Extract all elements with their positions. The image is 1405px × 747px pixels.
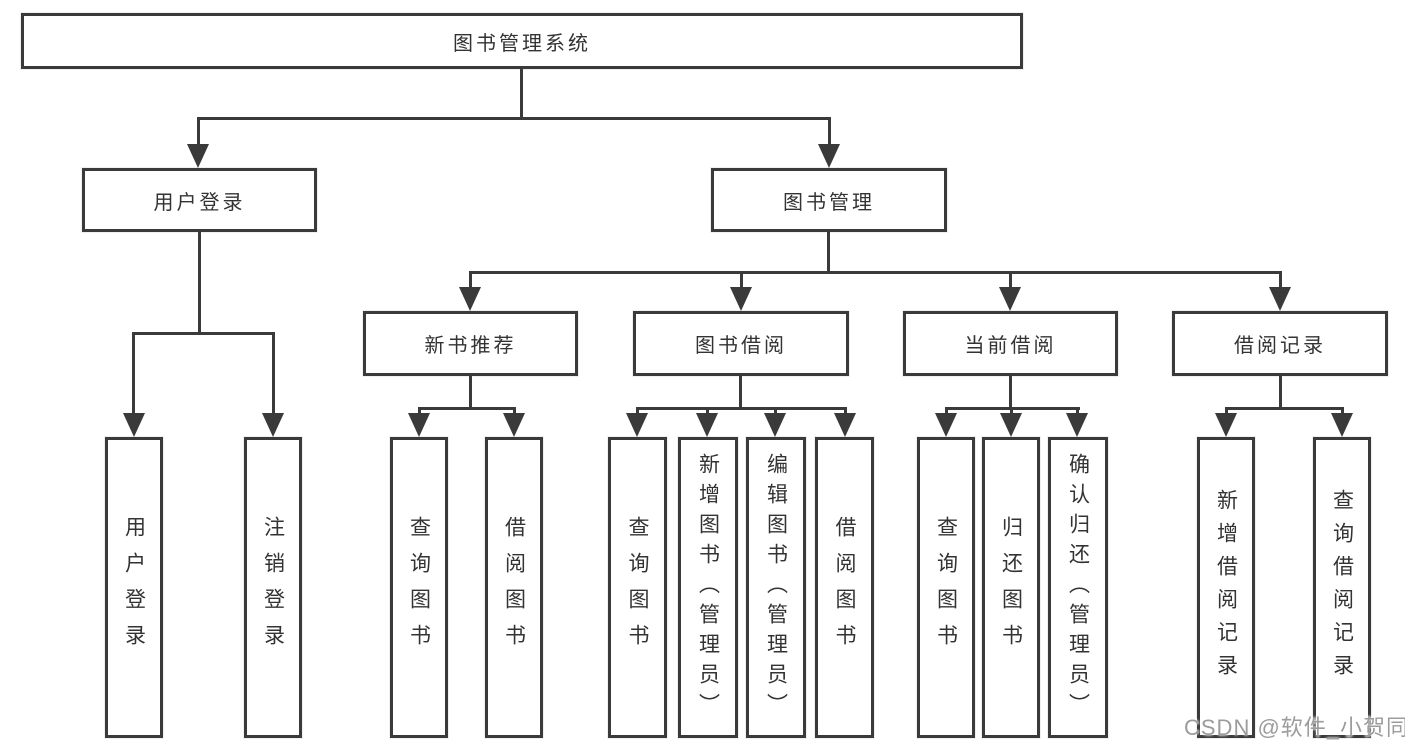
connector-current-drop-1 — [945, 407, 948, 416]
arrow-down-icon — [1269, 287, 1291, 311]
arrow-down-icon — [626, 413, 648, 437]
node-recommend-query-books: 查询图书 — [390, 437, 448, 738]
node-label: 新增借阅记录 — [1214, 488, 1238, 687]
node-book-borrowing: 图书借阅 — [633, 311, 849, 376]
node-user-login: 用户登录 — [82, 168, 317, 232]
node-label: 借阅记录 — [1234, 335, 1326, 357]
arrow-down-icon — [459, 287, 481, 311]
node-new-book-recommend: 新书推荐 — [363, 311, 578, 376]
node-label: 用户登录 — [122, 515, 146, 660]
arrow-down-icon — [935, 413, 957, 437]
arrow-down-icon — [834, 413, 856, 437]
node-label: 新增图书（管理员） — [696, 452, 720, 723]
connector-borrowing-drop-1 — [636, 407, 639, 416]
connector-borrowing-stem — [739, 376, 742, 407]
node-borrowing-edit-books-admin: 编辑图书（管理员） — [746, 437, 806, 738]
arrow-down-icon — [503, 413, 525, 437]
node-label: 查询借阅记录 — [1330, 488, 1354, 687]
connector-records-stem — [1279, 376, 1282, 407]
connector-userlogin-stem — [198, 232, 201, 332]
arrow-down-icon — [1000, 413, 1022, 437]
arrow-down-icon — [764, 413, 786, 437]
connector-recommend-drop-2 — [513, 407, 516, 416]
connector-bookmgmt-bar — [469, 271, 1282, 274]
connector-userlogin-drop-1 — [132, 332, 135, 414]
arrow-down-icon — [123, 413, 145, 437]
arrow-down-icon — [187, 144, 209, 168]
node-label: 查询图书 — [407, 515, 431, 660]
node-label: 借阅图书 — [502, 515, 526, 660]
connector-bookmgmt-drop-2 — [740, 271, 743, 289]
connector-root-drop-left — [197, 117, 200, 147]
node-current-confirm-return-admin: 确认归还（管理员） — [1048, 437, 1108, 738]
connector-records-drop-1 — [1225, 407, 1228, 416]
connector-root-bar — [197, 117, 831, 120]
connector-borrowing-drop-4 — [844, 407, 847, 416]
watermark: CSDN @软件_小贺同学 — [1184, 715, 1405, 740]
arrow-down-icon — [1331, 413, 1353, 437]
connector-borrowing-bar — [636, 407, 847, 410]
node-label: 查询图书 — [626, 515, 649, 660]
node-borrowing-records: 借阅记录 — [1172, 311, 1388, 376]
connector-recommend-bar — [418, 407, 516, 410]
connector-recommend-drop-1 — [418, 407, 421, 416]
arrow-down-icon — [408, 413, 430, 437]
node-library-system: 图书管理系统 — [21, 13, 1023, 69]
connector-bookmgmt-stem — [827, 232, 830, 271]
node-label: 图书管理 — [783, 191, 875, 214]
node-label: 新书推荐 — [424, 335, 517, 357]
node-borrowing-query-books: 查询图书 — [608, 437, 667, 738]
arrow-down-icon — [262, 413, 284, 437]
node-current-borrowing: 当前借阅 — [903, 311, 1118, 376]
connector-borrowing-drop-3 — [774, 407, 777, 416]
node-borrowing-borrow-books: 借阅图书 — [815, 437, 874, 738]
connector-borrowing-drop-2 — [706, 407, 709, 416]
node-label: 查询图书 — [934, 515, 958, 660]
connector-records-bar — [1225, 407, 1344, 410]
node-label: 用户登录 — [153, 191, 246, 214]
node-label: 图书管理系统 — [453, 32, 591, 55]
arrow-down-icon — [999, 287, 1021, 311]
node-label: 图书借阅 — [695, 335, 787, 357]
connector-current-drop-2 — [1010, 407, 1013, 416]
node-logout-action: 注销登录 — [244, 437, 302, 738]
connector-recommend-stem — [469, 376, 472, 407]
node-book-management: 图书管理 — [711, 168, 947, 232]
connector-current-stem — [1009, 376, 1012, 407]
node-label: 注销登录 — [261, 515, 285, 660]
connector-root-stem — [520, 69, 523, 117]
connector-records-drop-2 — [1341, 407, 1344, 416]
arrow-down-icon — [730, 287, 752, 311]
arrow-down-icon — [696, 413, 718, 437]
connector-root-drop-right — [828, 117, 831, 147]
node-label: 确认归还（管理员） — [1066, 452, 1090, 723]
arrow-down-icon — [818, 144, 840, 168]
node-records-query-record: 查询借阅记录 — [1313, 437, 1371, 738]
connector-bookmgmt-drop-1 — [469, 271, 472, 289]
node-label: 编辑图书（管理员） — [764, 452, 788, 723]
node-label: 借阅图书 — [833, 515, 856, 660]
connector-bookmgmt-drop-3 — [1009, 271, 1012, 289]
connector-userlogin-bar — [132, 332, 275, 335]
node-recommend-borrow-books: 借阅图书 — [485, 437, 543, 738]
arrow-down-icon — [1066, 413, 1088, 437]
node-records-add-record: 新增借阅记录 — [1197, 437, 1255, 738]
node-user-login-action: 用户登录 — [105, 437, 163, 738]
node-label: 归还图书 — [999, 515, 1023, 660]
connector-bookmgmt-drop-4 — [1279, 271, 1282, 289]
node-borrowing-add-books-admin: 新增图书（管理员） — [678, 437, 738, 738]
connector-current-drop-3 — [1076, 407, 1079, 416]
connector-userlogin-drop-2 — [272, 332, 275, 414]
arrow-down-icon — [1215, 413, 1237, 437]
node-current-query-books: 查询图书 — [917, 437, 975, 738]
node-current-return-books: 归还图书 — [982, 437, 1040, 738]
node-label: 当前借阅 — [964, 335, 1057, 357]
